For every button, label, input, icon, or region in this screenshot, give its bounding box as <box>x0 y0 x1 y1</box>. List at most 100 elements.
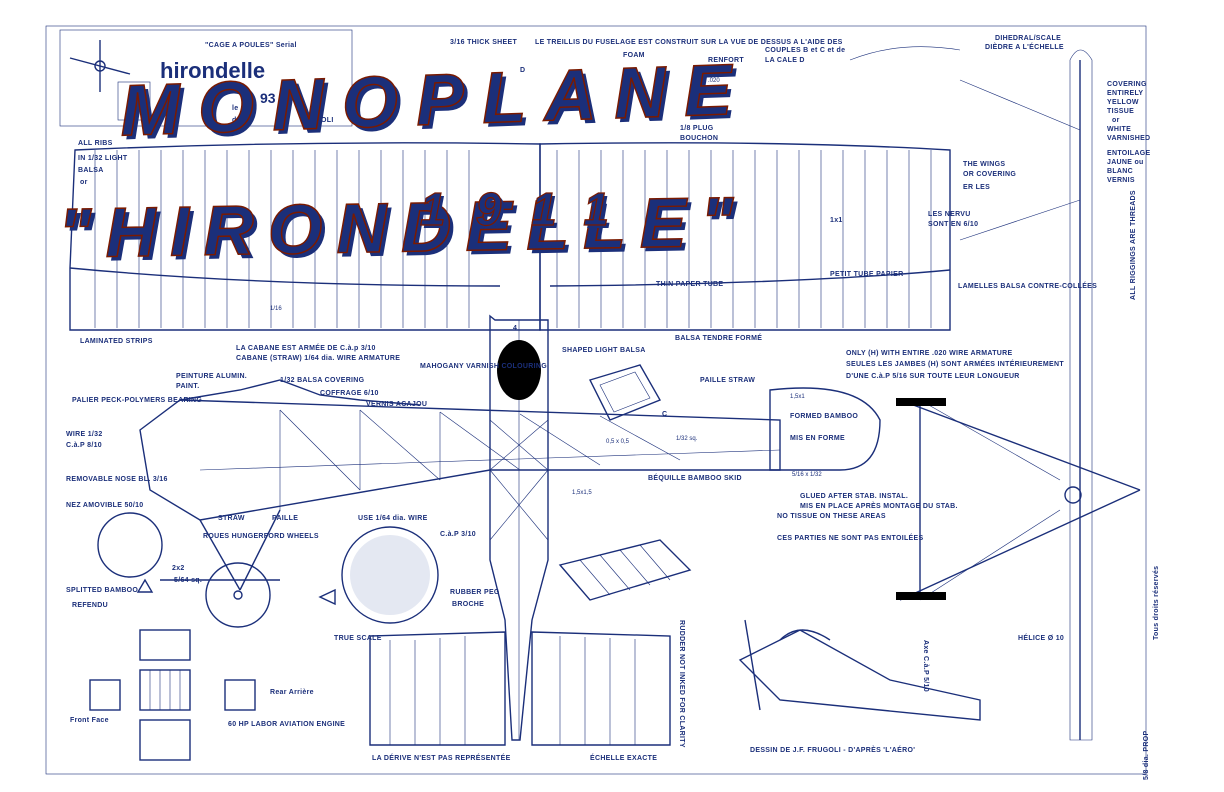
svg-text:D: D <box>520 67 525 74</box>
svg-text:1/32 sq.: 1/32 sq. <box>676 436 698 442</box>
svg-text:TISSUE: TISSUE <box>1107 108 1134 115</box>
svg-text:MAHOGANY VARNISH COLOURING: MAHOGANY VARNISH COLOURING <box>420 363 547 370</box>
cage-text: "CAGE A POULES" Serial <box>205 42 297 49</box>
svg-text:ENTOILAGE: ENTOILAGE <box>1107 150 1150 157</box>
svg-text:YELLOW: YELLOW <box>1107 99 1139 106</box>
svg-text:GLUED AFTER STAB. INSTAL.: GLUED AFTER STAB. INSTAL. <box>800 493 908 500</box>
credit-prefix: le <box>232 105 238 112</box>
svg-text:ALL RIBS: ALL RIBS <box>78 140 113 147</box>
fuselage-top-view: 4 <box>489 314 549 741</box>
fuselage-note: LE TREILLIS DU FUSELAGE EST CONSTRUIT SU… <box>535 39 843 46</box>
svg-text:Front Face: Front Face <box>70 717 109 724</box>
svg-text:BLANC: BLANC <box>1107 168 1133 175</box>
seat-detail <box>589 364 662 421</box>
thick-sheet-label: 3/16 THICK SHEET <box>450 39 517 46</box>
number-text: 93 <box>260 90 276 106</box>
svg-text:LAMINATED STRIPS: LAMINATED STRIPS <box>80 338 153 345</box>
svg-text:VARNISHED: VARNISHED <box>1107 135 1150 142</box>
overlay-title: MONOPLANE MONOPLANE "HIRONDELLE" "HIROND… <box>57 49 755 277</box>
svg-text:5/8 dia. PROP: 5/8 dia. PROP <box>1143 731 1150 780</box>
svg-text:RUBBER PEG: RUBBER PEG <box>450 589 500 596</box>
wing-ribs <box>94 150 932 328</box>
svg-text:SEULES LES JAMBES (H) SONT ARM: SEULES LES JAMBES (H) SONT ARMÉES INTÉRI… <box>846 359 1064 368</box>
svg-text:DIÈDRE A L'ÉCHELLE: DIÈDRE A L'ÉCHELLE <box>985 42 1064 51</box>
credit-suffix: de Je <box>232 117 251 124</box>
svg-text:USE 1/64 dia. WIRE: USE 1/64 dia. WIRE <box>358 515 428 522</box>
svg-text:BALSA TENDRE FORMÉ: BALSA TENDRE FORMÉ <box>675 333 762 342</box>
title-line-3: 1911 <box>420 183 639 235</box>
svg-text:5/16 x 1/32: 5/16 x 1/32 <box>792 472 822 478</box>
svg-text:FOAM: FOAM <box>623 52 645 59</box>
svg-text:NO TISSUE ON THESE AREAS: NO TISSUE ON THESE AREAS <box>777 513 886 520</box>
wing-plan <box>69 142 951 331</box>
fuselage-side-view <box>139 379 881 628</box>
tailplane-frame <box>558 539 692 601</box>
svg-text:REMOVABLE NOSE BL. 3/16: REMOVABLE NOSE BL. 3/16 <box>66 476 168 483</box>
svg-text:ONLY (H) WITH ENTIRE .020 WIRE: ONLY (H) WITH ENTIRE .020 WIRE ARMATURE <box>846 350 1013 357</box>
svg-text:0,5 x 0,5: 0,5 x 0,5 <box>606 439 630 445</box>
svg-text:Axe C.à.P 5/10: Axe C.à.P 5/10 <box>922 640 929 692</box>
svg-text:4/10: 4/10 <box>705 68 717 74</box>
svg-text:SONT EN 6/10: SONT EN 6/10 <box>928 221 978 228</box>
svg-text:LA CALE D: LA CALE D <box>765 57 805 64</box>
stabilizer-plan <box>369 631 671 746</box>
svg-text:REFENDU: REFENDU <box>72 602 108 609</box>
wheel-front-top <box>896 398 946 406</box>
svg-text:C.à.P 8/10: C.à.P 8/10 <box>66 442 102 449</box>
svg-text:WIRE 1/32: WIRE 1/32 <box>66 431 103 438</box>
svg-text:or: or <box>80 179 88 186</box>
svg-text:SHAPED LIGHT BALSA: SHAPED LIGHT BALSA <box>562 347 646 354</box>
svg-text:THIN PAPER TUBE: THIN PAPER TUBE <box>656 281 723 288</box>
arrow-icon <box>136 578 336 606</box>
svg-text:1,5x1,5: 1,5x1,5 <box>572 490 592 496</box>
svg-text:Tous droits réservés: Tous droits réservés <box>1153 566 1160 640</box>
svg-text:C: C <box>662 411 667 418</box>
svg-text:BÉQUILLE BAMBOO SKID: BÉQUILLE BAMBOO SKID <box>648 473 742 482</box>
svg-text:MIS EN FORME: MIS EN FORME <box>790 435 845 442</box>
svg-text:STRAW: STRAW <box>218 515 245 522</box>
svg-text:D'UNE C.à.P 5/16 SUR TOUTE LEU: D'UNE C.à.P 5/16 SUR TOUTE LEUR LONGUEUR <box>846 373 1020 380</box>
detail-circle-nose <box>97 512 163 578</box>
svg-text:ÉCHELLE EXACTE: ÉCHELLE EXACTE <box>590 753 657 762</box>
svg-text:NEZ AMOVIBLE 50/10: NEZ AMOVIBLE 50/10 <box>66 502 144 509</box>
svg-text:LA DÉRIVE N'EST PAS REPRÉSENTÉ: LA DÉRIVE N'EST PAS REPRÉSENTÉE <box>372 753 511 762</box>
svg-text:PAINT.: PAINT. <box>176 383 199 390</box>
svg-text:LES NERVU: LES NERVU <box>928 211 971 218</box>
svg-text:VERNIS: VERNIS <box>1107 177 1135 184</box>
wheel-icon <box>205 562 271 628</box>
title-box: "CAGE A POULES" Serial hirondelle 93 le … <box>59 29 353 127</box>
svg-text:RUDDER NOT INKED FOR CLARITY: RUDDER NOT INKED FOR CLARITY <box>678 620 685 748</box>
svg-text:JAUNE ou: JAUNE ou <box>1107 159 1144 166</box>
svg-text:2x2: 2x2 <box>172 565 185 572</box>
svg-text:WHITE: WHITE <box>1107 126 1131 133</box>
svg-text:FORMED BAMBOO: FORMED BAMBOO <box>790 413 858 420</box>
svg-text:MIS EN PLACE APRÈS MONTAGE DU: MIS EN PLACE APRÈS MONTAGE DU STAB. <box>800 501 958 510</box>
svg-text:PAILLE STRAW: PAILLE STRAW <box>700 377 755 384</box>
propeller-icon <box>69 40 151 121</box>
svg-text:BROCHE: BROCHE <box>452 601 484 608</box>
detail-circle-gear <box>341 526 439 624</box>
title-line-2: "HIRONDELLE" <box>57 182 748 272</box>
svg-text:1/8 PLUG: 1/8 PLUG <box>680 125 714 132</box>
svg-text:or: or <box>1112 117 1120 124</box>
svg-text:CABANE (STRAW) 1/64 dia. WIRE: CABANE (STRAW) 1/64 dia. WIRE ARMATURE <box>236 355 400 362</box>
engine-icon <box>89 629 256 761</box>
svg-text:PETIT TUBE PAPIER: PETIT TUBE PAPIER <box>830 271 903 278</box>
svg-text:ROUES HUNGERFORD WHEELS: ROUES HUNGERFORD WHEELS <box>203 533 319 540</box>
svg-text:LA CABANE EST ARMÉE DE C.à.p 3: LA CABANE EST ARMÉE DE C.à.p 3/10 <box>236 343 376 352</box>
svg-text:LAMELLES BALSA CONTRE-COLLÉES: LAMELLES BALSA CONTRE-COLLÉES <box>958 281 1097 290</box>
svg-text:1/32 BALSA COVERING: 1/32 BALSA COVERING <box>280 377 365 384</box>
svg-text:BOUCHON: BOUCHON <box>680 135 718 142</box>
svg-text:1/16: 1/16 <box>270 306 282 312</box>
sheet-border <box>45 25 1147 775</box>
svg-text:1911: 1911 <box>423 186 642 238</box>
svg-text:Rear Arrière: Rear Arrière <box>270 689 314 696</box>
svg-text:THE WINGS: THE WINGS <box>963 161 1005 168</box>
perspective-sketch <box>738 619 981 721</box>
svg-text:COUPLES B et C et de: COUPLES B et C et de <box>765 47 845 54</box>
svg-text:"HIRONDELLE": "HIRONDELLE" <box>61 186 752 276</box>
svg-text:60 HP LABOR AVIATION ENGINE: 60 HP LABOR AVIATION ENGINE <box>228 721 345 728</box>
svg-text:ER LES: ER LES <box>963 184 990 191</box>
svg-text:ALL RIGGINGS ARE THREADS: ALL RIGGINGS ARE THREADS <box>1130 190 1137 300</box>
